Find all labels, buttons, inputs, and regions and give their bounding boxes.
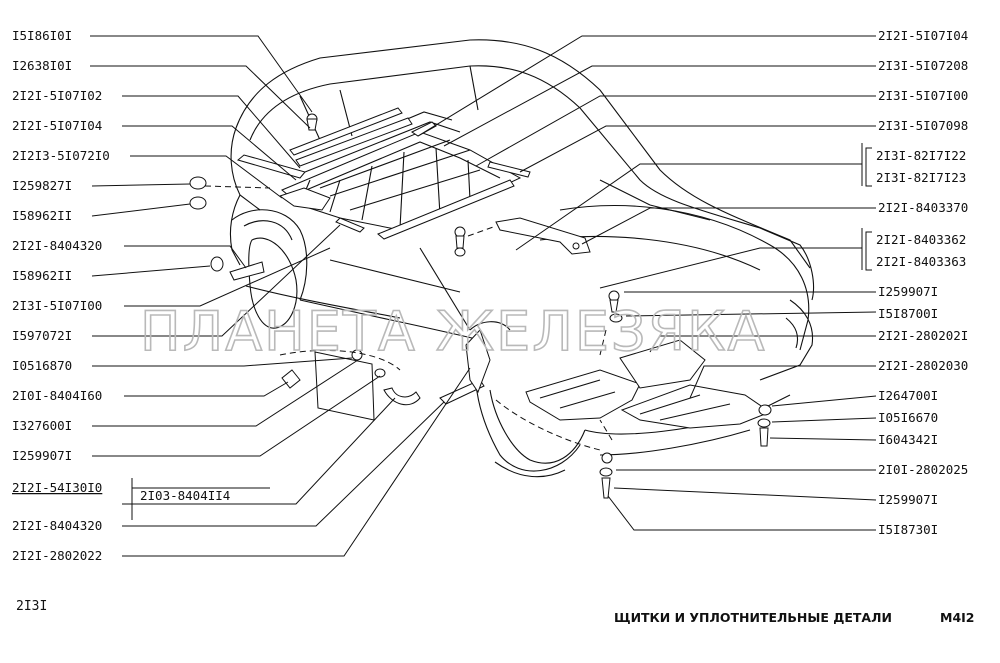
part-label: 2I3I-5I07I00 (12, 298, 102, 313)
part-label: 2I2I-8403363 (876, 254, 966, 269)
labels-left: I5I86I0I I2638I0I 2I2I-5I07I02 2I2I-5I07… (12, 28, 230, 563)
part-label: 2I0I-2802025 (878, 462, 968, 477)
part-label: 2I0I-8404I60 (12, 388, 102, 403)
part-label: 2I3I-5I07208 (878, 58, 968, 73)
part-label: I259827I (12, 178, 72, 193)
part-label: 2I2I-5I07I04 (12, 118, 102, 133)
part-label: 2I2I-8403362 (876, 232, 966, 247)
part-label: I259907I (878, 284, 938, 299)
part-label: I0516870 (12, 358, 72, 373)
part-label: 2I2I-5I07I04 (878, 28, 968, 43)
leader-lines-right (417, 35, 877, 531)
part-label: 2I2I-8404320 (12, 518, 102, 533)
part-label: I2638I0I (12, 58, 72, 73)
part-label-assembly: 2I2I-54I30I0 (12, 480, 102, 495)
label-group-bracket (865, 231, 872, 271)
sheet-number: M4I2 (940, 610, 975, 625)
part-label: 2I2I3-5I072I0 (12, 148, 110, 163)
part-label: I58962II (12, 268, 72, 283)
part-label: 2I3I-5I07098 (878, 118, 968, 133)
label-group-bracket (865, 147, 872, 187)
brackets-right (467, 217, 772, 499)
part-label: I259907I (878, 492, 938, 507)
part-label: I327600I (12, 418, 72, 433)
part-label: I604342I (878, 432, 938, 447)
part-label: 2I3I-82I7I22 (876, 148, 966, 163)
watermark: ПЛАНЕТА ЖЕЛЕЗЯКА (140, 300, 766, 363)
sheet-title: ЩИТКИ И УПЛОТНИТЕЛЬНЫЕ ДЕТАЛИ (614, 610, 892, 625)
part-label: I58962II (12, 208, 72, 223)
part-label: I264700I (878, 388, 938, 403)
part-label-subassembly: 2I03-8404II4 (140, 488, 230, 503)
part-label: I597072I (12, 328, 72, 343)
part-label: 2I2I-2802030 (878, 358, 968, 373)
part-label: I05I6670 (878, 410, 938, 425)
part-label: 2I2I-2802022 (12, 548, 102, 563)
part-label: I259907I (12, 448, 72, 463)
part-label: 2I3I-82I7I23 (876, 170, 966, 185)
model-code: 2I3I (16, 599, 47, 614)
floor-panel (236, 107, 531, 240)
labels-right: 2I2I-5I07I04 2I3I-5I07208 2I3I-5I07I00 2… (876, 28, 968, 537)
part-label: 2I3I-5I07I00 (878, 88, 968, 103)
part-label: I5I8700I (878, 306, 938, 321)
label-group-bracket (131, 478, 135, 518)
part-label: 2I2I-5I07I02 (12, 88, 102, 103)
part-label: I5I8730I (878, 522, 938, 537)
part-label: 2I2I-8403370 (878, 200, 968, 215)
part-label: 2I2I-280202I (878, 328, 968, 343)
leader-lines-left (90, 35, 471, 557)
part-label: 2I2I-8404320 (12, 238, 102, 253)
part-label: I5I86I0I (12, 28, 72, 43)
